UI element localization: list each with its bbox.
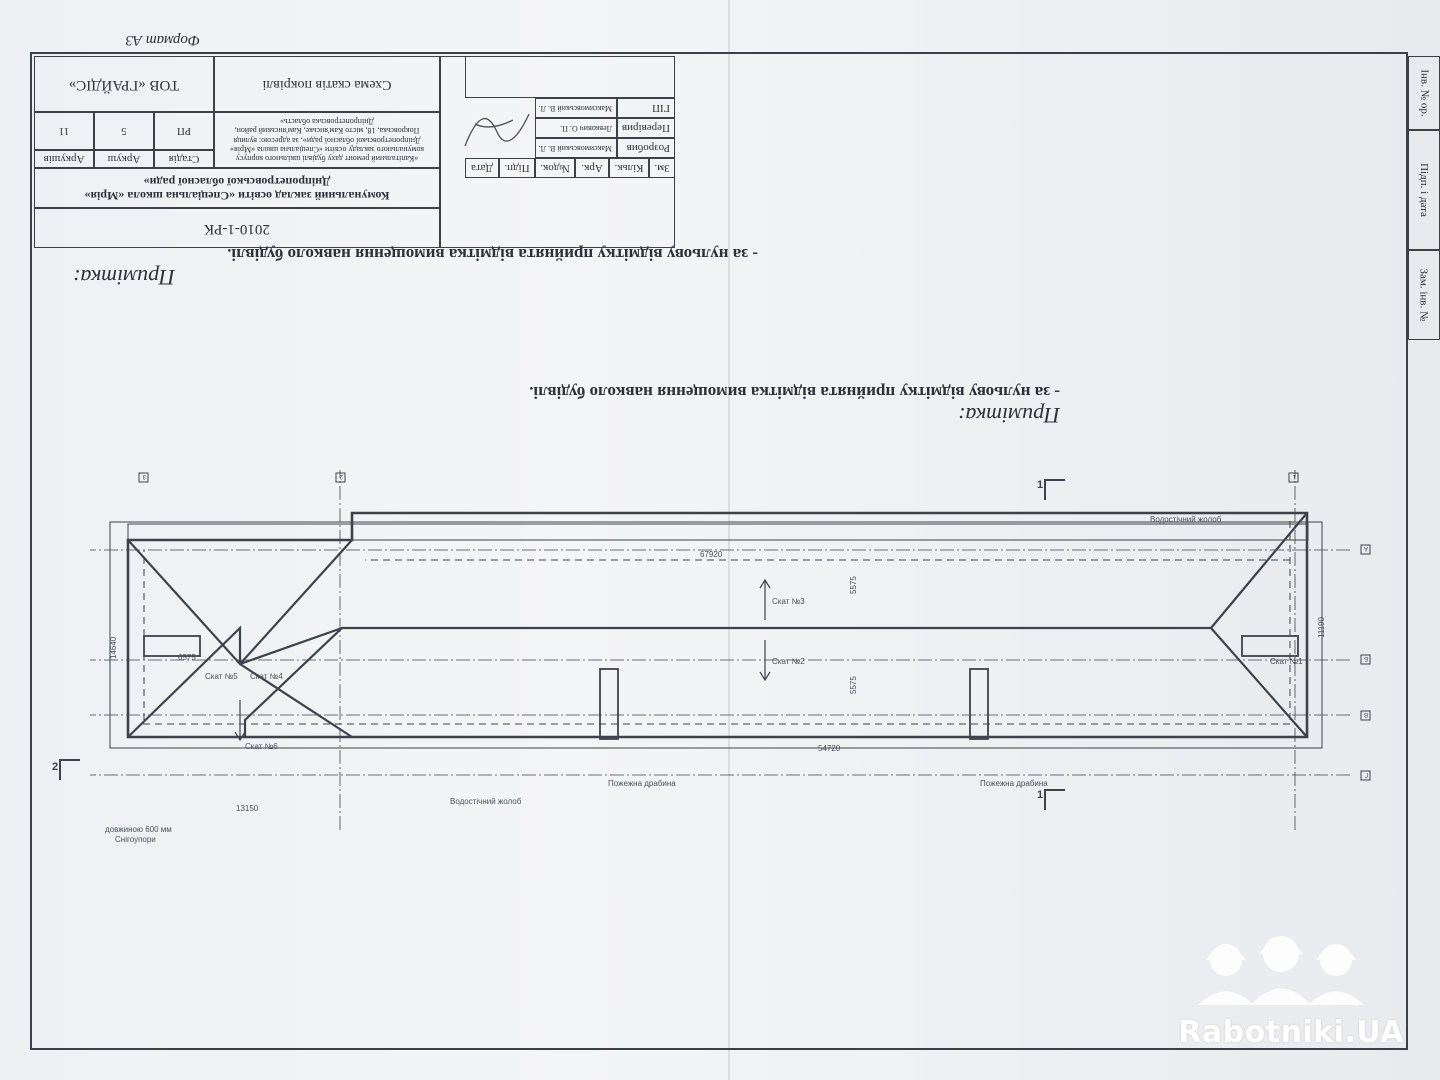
axis-g: Г: [1364, 771, 1368, 777]
axis-1: 1: [1292, 473, 1296, 479]
axis-2: 2: [339, 473, 343, 479]
snow-label-1: Снігоупори: [115, 835, 156, 844]
dim-right: 11190: [1317, 616, 1326, 638]
section-label-1b: 1: [1037, 479, 1043, 491]
dash-lines-ends: [143, 520, 1291, 720]
watermark-text: Rabotniki.UA: [1178, 1015, 1404, 1050]
axis-lines-vertical: [339, 470, 1296, 830]
dim-inner: 6575: [178, 653, 196, 662]
gutter-label-top: Водостічний жолоб: [1150, 515, 1222, 524]
slope-label-2: Скат №2: [772, 657, 805, 666]
slope-label-3: Скат №3: [772, 597, 805, 606]
axis-marker-v: [1360, 710, 1371, 721]
slope-arrow-6: [234, 700, 246, 742]
dim-lower: 54720: [818, 744, 841, 753]
title-block: Зм. Кільк. Арк. №док. Підп. Дата Розроби…: [34, 56, 675, 248]
dormer-1: [599, 668, 619, 740]
axis-marker-a: [1360, 544, 1371, 555]
section-label-2: 2: [52, 761, 58, 773]
dormer-2: [969, 668, 989, 740]
ridge-hips: [127, 512, 1308, 738]
outer-dimension-frame: [109, 521, 1323, 749]
dash-lines-long: [140, 559, 1290, 725]
section-label-1a: 1: [1037, 789, 1043, 801]
axis-3: 3: [142, 473, 146, 479]
axis-v: В: [1364, 711, 1368, 717]
dim-height: 14640: [109, 636, 118, 659]
gutter-label-bottom: Водостічний жолоб: [450, 797, 522, 806]
dim-total: 67920: [700, 550, 723, 559]
slope-arrow-2: [759, 640, 771, 682]
funnel-label-1: Пожежна драбина: [608, 779, 676, 788]
axis-marker-g: [1360, 770, 1371, 781]
roof-outline: [126, 511, 1309, 739]
dormer-4: [1241, 635, 1299, 657]
axis-marker-3: [138, 472, 149, 483]
ridge-wing: [239, 539, 353, 738]
section-marker-1b: [1044, 479, 1065, 500]
funnel-label-2: Пожежна драбина: [980, 779, 1048, 788]
dim-slope-a: 5575: [849, 576, 858, 594]
slope-label-5: Скат №5: [205, 672, 238, 681]
axis-b: Б: [1364, 655, 1368, 661]
ridge-main: [243, 626, 1308, 738]
section-marker-2: [59, 759, 80, 780]
gutter-outline-top: [127, 523, 1309, 541]
slope-label-1: Скат №1: [1270, 657, 1303, 666]
slope-arrow-3: [759, 578, 771, 620]
axis-marker-2: [335, 472, 346, 483]
dormer-3: [143, 635, 201, 657]
axis-marker-1: [1288, 472, 1299, 483]
signature-scribble: [464, 113, 530, 147]
slope-label-6: Скат №6: [245, 742, 278, 751]
axis-marker-b: [1360, 654, 1371, 665]
section-marker-1a: [1044, 789, 1065, 810]
axis-a: А: [1364, 545, 1368, 551]
watermark-logo-icon: [1198, 936, 1364, 1005]
snow-label-2: довжиною 600 мм: [105, 825, 172, 834]
axis-lines-horizontal: [90, 549, 1350, 776]
dim-left: 13150: [236, 804, 259, 813]
dim-slope-b: 5575: [849, 676, 858, 694]
slope-label-4: Скат №4: [250, 672, 283, 681]
